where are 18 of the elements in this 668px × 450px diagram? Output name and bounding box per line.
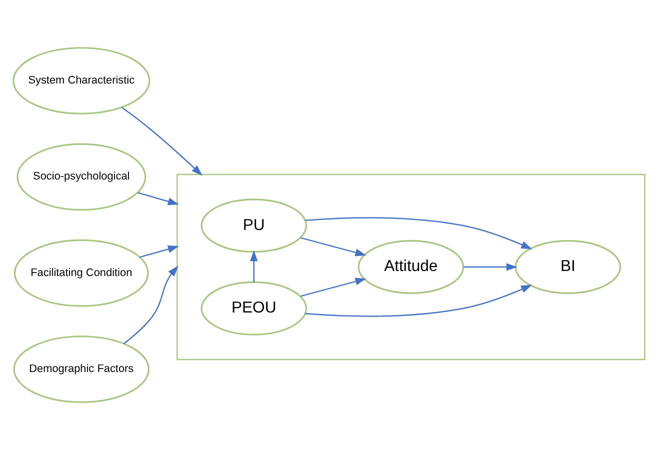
arrow: [138, 192, 179, 206]
node-ellipse: System Characteristic: [12, 47, 150, 114]
node-ellipse: PU: [200, 198, 308, 253]
node-ellipse: Facilitating Condition: [14, 239, 149, 307]
arrow: [300, 278, 366, 297]
arrow: [305, 284, 532, 317]
arrow: [300, 237, 366, 256]
cluster: [176, 174, 646, 360]
node-ellipse: Socio-psychological: [16, 143, 146, 211]
arrow: [250, 250, 258, 282]
node-ellipse: Attitude: [358, 240, 464, 294]
arrow: [140, 245, 179, 258]
node-ellipse: Demographic Factors: [13, 336, 150, 403]
arrow: [464, 263, 518, 271]
arrow: [121, 106, 202, 176]
node-ellipse: PEOU: [200, 281, 308, 336]
arrow: [305, 217, 532, 250]
arrow: [123, 266, 178, 344]
